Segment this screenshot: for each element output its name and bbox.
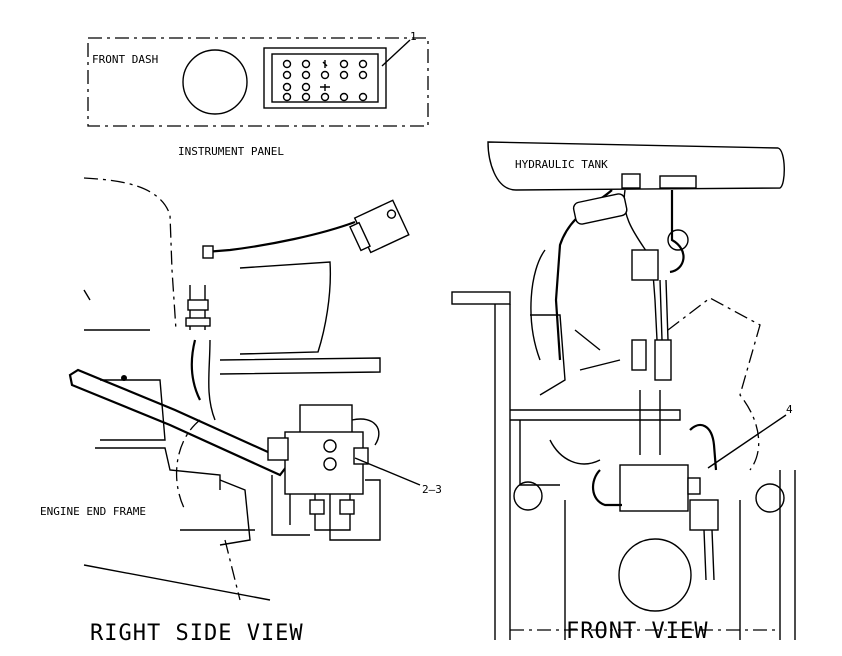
- right-upright: [779, 470, 796, 640]
- hose: [204, 220, 356, 254]
- instrument-panel-outer: [263, 47, 387, 109]
- cab-outline: [83, 177, 177, 331]
- frame-member: [68, 368, 292, 477]
- right-side-view-drawing: 2–3 ENGINE END FRAME RIGHT SIDE VIEW: [40, 177, 442, 646]
- hydraulic-tank-outline: [487, 141, 785, 191]
- callout-1: 1: [410, 30, 417, 43]
- upper-valve: [572, 193, 628, 225]
- tank-side-outline: [239, 261, 332, 355]
- instrument-panel-caption: INSTRUMENT PANEL: [178, 145, 284, 158]
- front-view-title: FRONT VIEW: [566, 619, 708, 644]
- callout-1-leader: [381, 39, 411, 67]
- callout-2-3-leader: [354, 457, 421, 486]
- front-manifold-block: [619, 464, 689, 512]
- right-side-view-title: RIGHT SIDE VIEW: [90, 621, 304, 646]
- indicator-lamps: [282, 59, 368, 102]
- front-dash-outline: [87, 37, 429, 127]
- front-dash-label: FRONT DASH: [92, 53, 158, 66]
- solenoid-valve: [349, 199, 410, 254]
- callout-4-leader: [707, 414, 787, 469]
- left-upright: [494, 304, 511, 640]
- engine-outline: [667, 297, 761, 471]
- instrument-panel-detail: FRONT DASH INSTRUMENT PANEL 1: [87, 30, 429, 158]
- rail-bracket: [451, 291, 511, 305]
- front-view-drawing: HYDRAULIC TANK: [451, 141, 796, 644]
- dash-gauge-circle: [182, 49, 248, 115]
- callout-2-3: 2–3: [422, 483, 442, 496]
- engine-end-frame-label: ENGINE END FRAME: [40, 505, 146, 518]
- instrument-panel-inner: [271, 53, 379, 103]
- callout-4: 4: [786, 403, 793, 416]
- manifold-top: [299, 404, 353, 436]
- hydraulic-tank-label: HYDRAULIC TANK: [515, 158, 608, 171]
- front-pulley: [618, 538, 692, 612]
